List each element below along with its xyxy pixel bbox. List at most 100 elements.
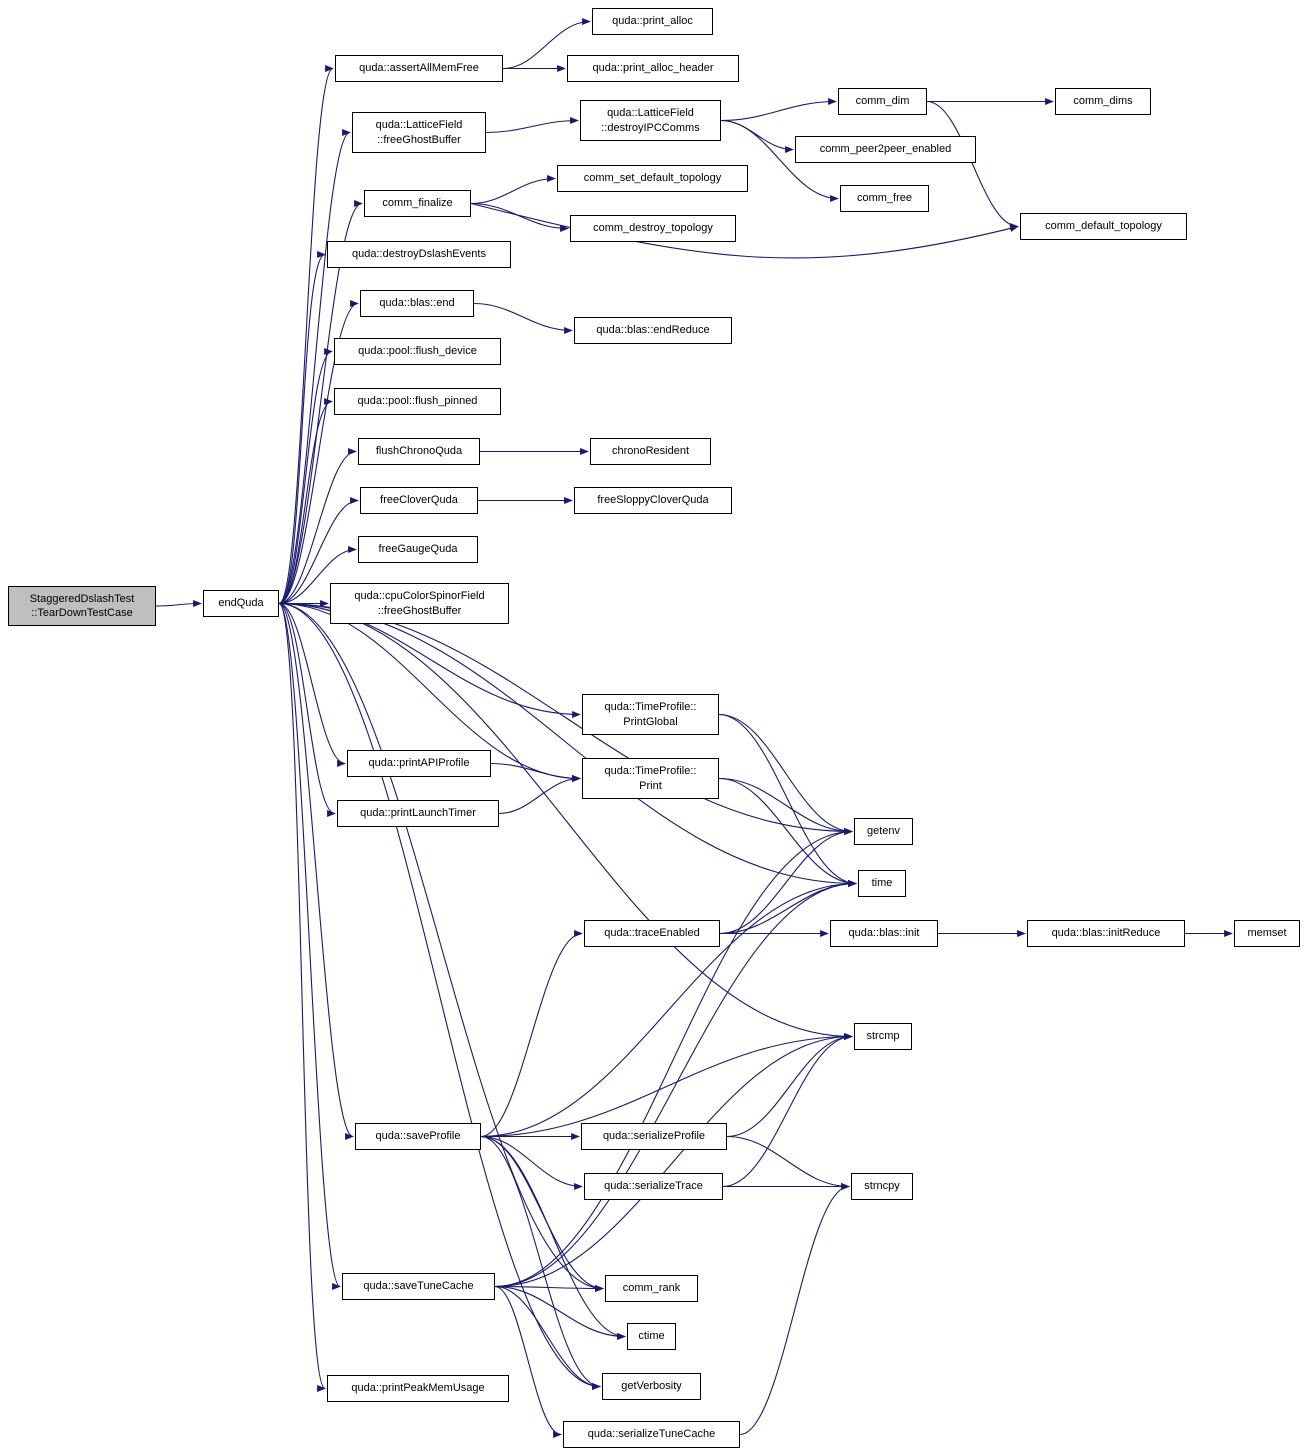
edge-saveTuneCache-getenv [494, 828, 853, 1288]
node-blasEndReduce[interactable]: quda::blas::endReduce [574, 317, 732, 344]
node-flushPinned[interactable]: quda::pool::flush_pinned [334, 388, 501, 415]
node-assertAllMemFree[interactable]: quda::assertAllMemFree [335, 55, 503, 82]
node-getVerbosity[interactable]: getVerbosity [602, 1373, 701, 1400]
node-endQuda[interactable]: endQuda [203, 590, 279, 617]
node-commFinalize[interactable]: comm_finalize [364, 190, 471, 217]
node-saveTuneCache[interactable]: quda::saveTuneCache [342, 1273, 495, 1300]
edge-blasEnd-blasEndReduce [473, 302, 573, 335]
node-printPeakMemUsage[interactable]: quda::printPeakMemUsage [327, 1375, 509, 1402]
node-printGlobal[interactable]: quda::TimeProfile:: PrintGlobal [582, 694, 719, 735]
edge-endQuda-flushChronoQuda [278, 448, 357, 605]
edge-endQuda-blasEnd [278, 300, 359, 605]
edge-endQuda-tpPrint [278, 602, 581, 783]
edge-printGlobal-time [718, 713, 857, 887]
edge-printLaunchTimer-tpPrint [498, 774, 581, 815]
edge-endQuda-freeGaugeQuda [278, 545, 357, 605]
edge-endQuda-destroyDslashEvents [278, 251, 326, 605]
node-destroyIPCComms[interactable]: quda::LatticeField ::destroyIPCComms [580, 100, 721, 141]
node-serializeProfile[interactable]: quda::serializeProfile [581, 1123, 727, 1150]
node-memset[interactable]: memset [1234, 920, 1300, 947]
node-commFree[interactable]: comm_free [840, 185, 929, 212]
node-commDims[interactable]: comm_dims [1055, 88, 1151, 115]
edge-endQuda-printLaunchTimer [278, 602, 336, 817]
node-cpuFreeGhostBuffer[interactable]: quda::cpuColorSpinorField ::freeGhostBuf… [330, 583, 509, 624]
node-flushChronoQuda[interactable]: flushChronoQuda [358, 438, 480, 465]
node-saveProfile[interactable]: quda::saveProfile [355, 1123, 481, 1150]
edge-serializeTuneCache-strncpy [739, 1183, 850, 1436]
edge-endQuda-saveProfile [278, 602, 354, 1140]
node-commDestroyTopology[interactable]: comm_destroy_topology [570, 215, 736, 242]
node-chronoResident[interactable]: chronoResident [590, 438, 711, 465]
node-commSetDefaultTopology[interactable]: comm_set_default_topology [557, 165, 748, 192]
edge-traceEnabled-getenv [719, 827, 853, 935]
edge-tpPrint-time [718, 777, 857, 888]
edge-tpPrint-getenv [718, 777, 853, 836]
edge-saveTuneCache-getVerbosity [494, 1285, 601, 1391]
edge-endQuda-lfFreeGhostBuffer [278, 129, 351, 605]
edge-printGlobal-getenv [718, 713, 853, 836]
node-traceEnabled[interactable]: quda::traceEnabled [584, 920, 720, 947]
node-strcmp[interactable]: strcmp [854, 1023, 912, 1050]
edge-endQuda-printAPIProfile [278, 602, 346, 767]
edge-printAPIProfile-tpPrint [490, 762, 581, 783]
edge-saveTuneCache-commRank [494, 1284, 604, 1293]
edge-endQuda-flushDevice [278, 348, 333, 605]
edge-commFinalize-commSetDefaultTopology [470, 174, 556, 205]
node-strncpy[interactable]: strncpy [851, 1173, 913, 1200]
edge-serializeProfile-strcmp [726, 1032, 853, 1138]
edge-saveProfile-traceEnabled [480, 930, 583, 1138]
node-serializeTrace[interactable]: quda::serializeTrace [584, 1173, 723, 1200]
edge-endQuda-assertAllMemFree [278, 65, 334, 605]
node-commRank[interactable]: comm_rank [605, 1275, 698, 1302]
edge-saveTuneCache-strcmp [494, 1032, 853, 1288]
node-commDim[interactable]: comm_dim [838, 88, 927, 115]
edge-endQuda-getVerbosity [278, 602, 601, 1390]
node-destroyDslashEvents[interactable]: quda::destroyDslashEvents [327, 241, 511, 268]
node-teardown: StaggeredDslashTest ::TearDownTestCase [8, 586, 156, 626]
node-lfFreeGhostBuffer[interactable]: quda::LatticeField ::freeGhostBuffer [352, 112, 486, 153]
edge-serializeProfile-strncpy [726, 1135, 850, 1191]
node-serializeTuneCache[interactable]: quda::serializeTuneCache [563, 1421, 740, 1448]
edge-assertAllMemFree-printAlloc [502, 17, 591, 70]
node-printAPIProfile[interactable]: quda::printAPIProfile [347, 750, 491, 777]
node-commPeer2peerEnabled[interactable]: comm_peer2peer_enabled [795, 136, 976, 163]
node-blasInit[interactable]: quda::blas::init [830, 920, 938, 947]
edge-endQuda-printPeakMemUsage [278, 602, 326, 1392]
node-printAllocHeader[interactable]: quda::print_alloc_header [567, 55, 739, 82]
edge-saveProfile-strcmp [480, 1032, 853, 1138]
edge-teardown-endQuda [155, 599, 202, 608]
node-getenv[interactable]: getenv [854, 818, 913, 845]
node-printAlloc[interactable]: quda::print_alloc [592, 8, 713, 35]
node-commDefaultTopology[interactable]: comm_default_topology [1020, 213, 1187, 240]
edge-commFinalize-commDefaultTopology [470, 202, 1019, 259]
edge-endQuda-strcmp [278, 602, 853, 1041]
edge-saveProfile-serializeTrace [480, 1135, 583, 1191]
edge-endQuda-freeCloverQuda [278, 497, 359, 605]
edge-endQuda-commRank [278, 602, 604, 1292]
edge-commDim-commDefaultTopology [926, 100, 1019, 230]
node-blasEnd[interactable]: quda::blas::end [360, 290, 474, 317]
edge-saveProfile-getVerbosity [480, 1135, 601, 1390]
node-freeCloverQuda[interactable]: freeCloverQuda [360, 487, 478, 514]
node-flushDevice[interactable]: quda::pool::flush_device [334, 338, 501, 365]
node-tpPrint[interactable]: quda::TimeProfile:: Print [582, 758, 719, 799]
edge-saveProfile-commRank [480, 1135, 604, 1292]
edge-saveTuneCache-ctime [494, 1285, 626, 1341]
node-freeGaugeQuda[interactable]: freeGaugeQuda [358, 536, 478, 563]
edge-serializeTrace-strcmp [722, 1033, 853, 1188]
edge-destroyIPCComms-commDim [720, 97, 837, 122]
edge-endQuda-flushPinned [278, 398, 333, 605]
edge-lfFreeGhostBuffer-destroyIPCComms [485, 116, 579, 134]
node-printLaunchTimer[interactable]: quda::printLaunchTimer [337, 800, 499, 827]
edge-saveTuneCache-time [494, 880, 857, 1288]
node-blasInitReduce[interactable]: quda::blas::initReduce [1027, 920, 1185, 947]
edge-saveProfile-time [480, 879, 857, 1138]
node-ctime[interactable]: ctime [627, 1323, 676, 1350]
edge-endQuda-saveTuneCache [278, 602, 341, 1290]
node-freeSloppyCloverQuda[interactable]: freeSloppyCloverQuda [574, 487, 732, 514]
node-time[interactable]: time [858, 870, 906, 897]
edge-saveTuneCache-serializeTuneCache [494, 1285, 562, 1438]
